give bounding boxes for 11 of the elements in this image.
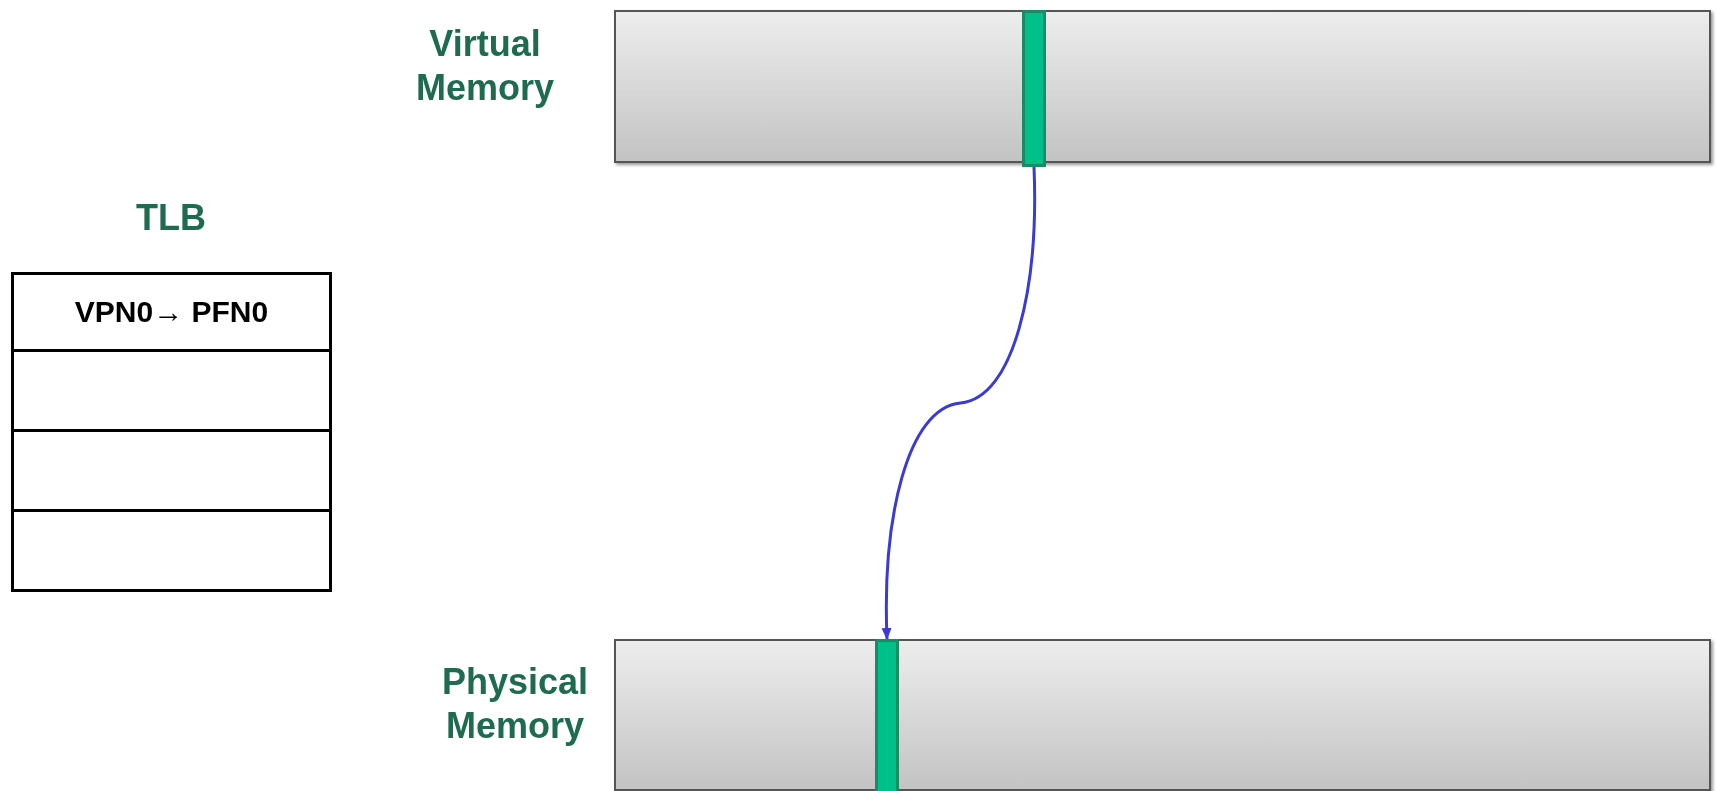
table-row: [11, 432, 332, 512]
memory-label: Physical Memory: [440, 660, 590, 748]
page-slot: [1022, 10, 1046, 167]
memory-label: Virtual Memory: [414, 22, 555, 110]
arrow: [881, 166, 1037, 640]
table-row: VPN0→ PFN0: [11, 272, 332, 352]
table-row: [11, 352, 332, 432]
page-slot: [875, 639, 899, 791]
memory-bar: [614, 639, 1711, 791]
table-row: [11, 512, 332, 592]
table-title: TLB: [135, 196, 207, 240]
